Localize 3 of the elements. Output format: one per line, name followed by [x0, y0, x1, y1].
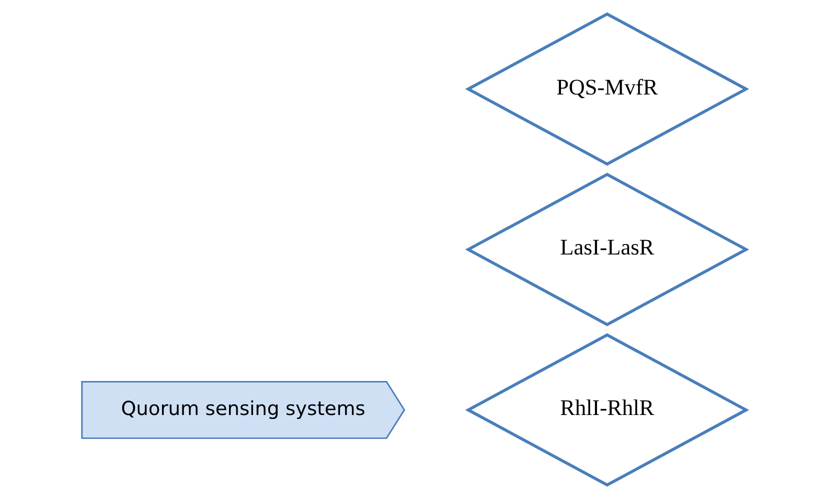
node-diamond: PQS-MvfR — [464, 12, 749, 166]
node-diamond: RhlI-RhlR — [464, 333, 749, 487]
node-diamond: LasI-LasR — [464, 172, 749, 326]
